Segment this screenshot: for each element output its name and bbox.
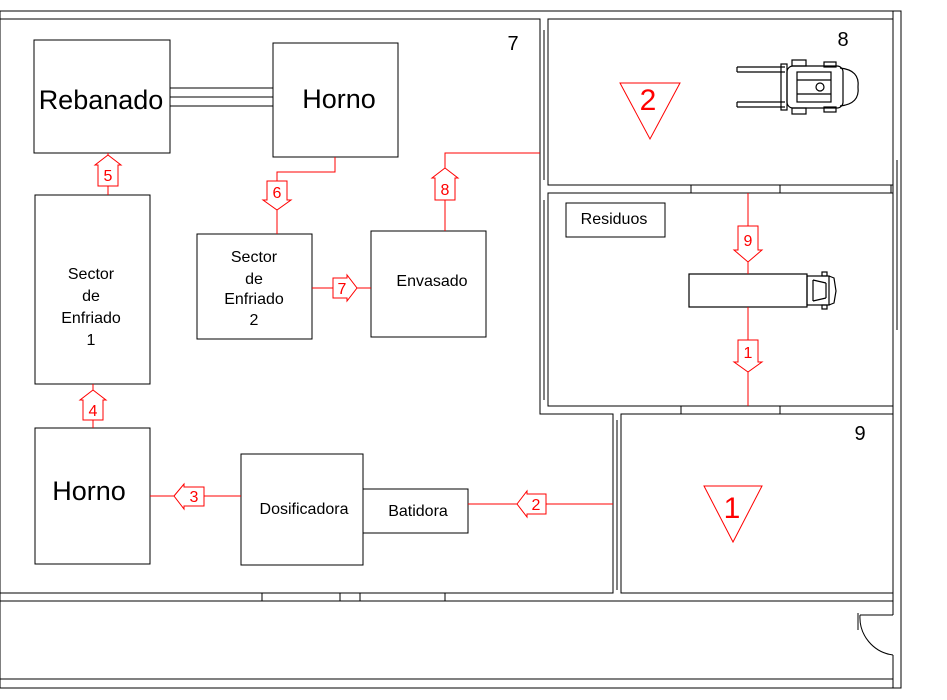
walls — [0, 10, 902, 689]
sector-1-label-line4: 1 — [87, 332, 96, 349]
flow-step-9-label: 9 — [744, 233, 753, 250]
envasado-label: Envasado — [396, 273, 467, 290]
storage-triangle-1: 1 — [703, 485, 763, 544]
flow-step-4: 4 — [78, 389, 108, 421]
flow-step-8-label: 8 — [441, 182, 450, 199]
sector-enfriado-2-box — [196, 233, 313, 340]
flow-step-6-label: 6 — [273, 185, 282, 202]
truck-icon — [688, 271, 837, 310]
rebanado-label: Rebanado — [39, 85, 164, 115]
horno-bottom-label: Horno — [52, 476, 126, 506]
batidora-box — [362, 488, 469, 534]
room-9-wall — [620, 413, 894, 594]
flow-step-9: 9 — [732, 225, 764, 263]
residuos-label: Residuos — [581, 211, 648, 228]
outer-wall — [0, 10, 902, 689]
flow-step-7-label: 7 — [338, 281, 347, 298]
flow-step-2-label: 2 — [532, 497, 541, 514]
flow-step-3: 3 — [173, 482, 205, 511]
area-7-label: 7 — [507, 33, 518, 55]
sector-2-label-line4: 2 — [250, 312, 259, 329]
horno-top-label: Horno — [302, 84, 376, 114]
sector-1-label-line2: de — [82, 288, 100, 305]
flow-step-2: 2 — [516, 489, 547, 519]
sector-2-label-line3: Enfriado — [224, 291, 284, 308]
flow-step-7: 7 — [332, 273, 358, 303]
flow-step-1: 1 — [732, 339, 764, 373]
storage-triangle-2: 2 — [619, 82, 681, 141]
flow-step-5: 5 — [93, 154, 123, 187]
door-opening — [680, 405, 894, 415]
flow-lines — [92, 152, 749, 505]
sector-2-label-line2: de — [245, 271, 263, 288]
residuos-box — [565, 202, 666, 238]
door-opening — [690, 184, 892, 194]
sector-1-label-line1: Sector — [68, 266, 115, 283]
door-opening — [261, 592, 446, 602]
area-9-label: 9 — [854, 423, 865, 445]
area-8-label: 8 — [837, 29, 848, 51]
forklift-icon — [736, 59, 859, 115]
sector-2-label-line1: Sector — [231, 249, 278, 266]
flow-step-1-label: 1 — [744, 345, 753, 362]
batidora-label: Batidora — [388, 503, 448, 520]
sector-1-label-line3: Enfriado — [61, 310, 121, 327]
flow-step-4-label: 4 — [89, 403, 98, 420]
envasado-box — [370, 230, 487, 338]
storage-triangle-1-label: 1 — [724, 492, 741, 525]
storage-triangle-2-label: 2 — [640, 84, 657, 117]
area-7-wall — [0, 18, 614, 594]
door-swing-icon — [857, 613, 894, 656]
flow-step-3-label: 3 — [190, 489, 199, 506]
flow-step-8: 8 — [430, 167, 460, 201]
flow-step-6: 6 — [261, 180, 293, 211]
flow-step-5-label: 5 — [104, 168, 113, 185]
dosificadora-label: Dosificadora — [260, 501, 349, 518]
